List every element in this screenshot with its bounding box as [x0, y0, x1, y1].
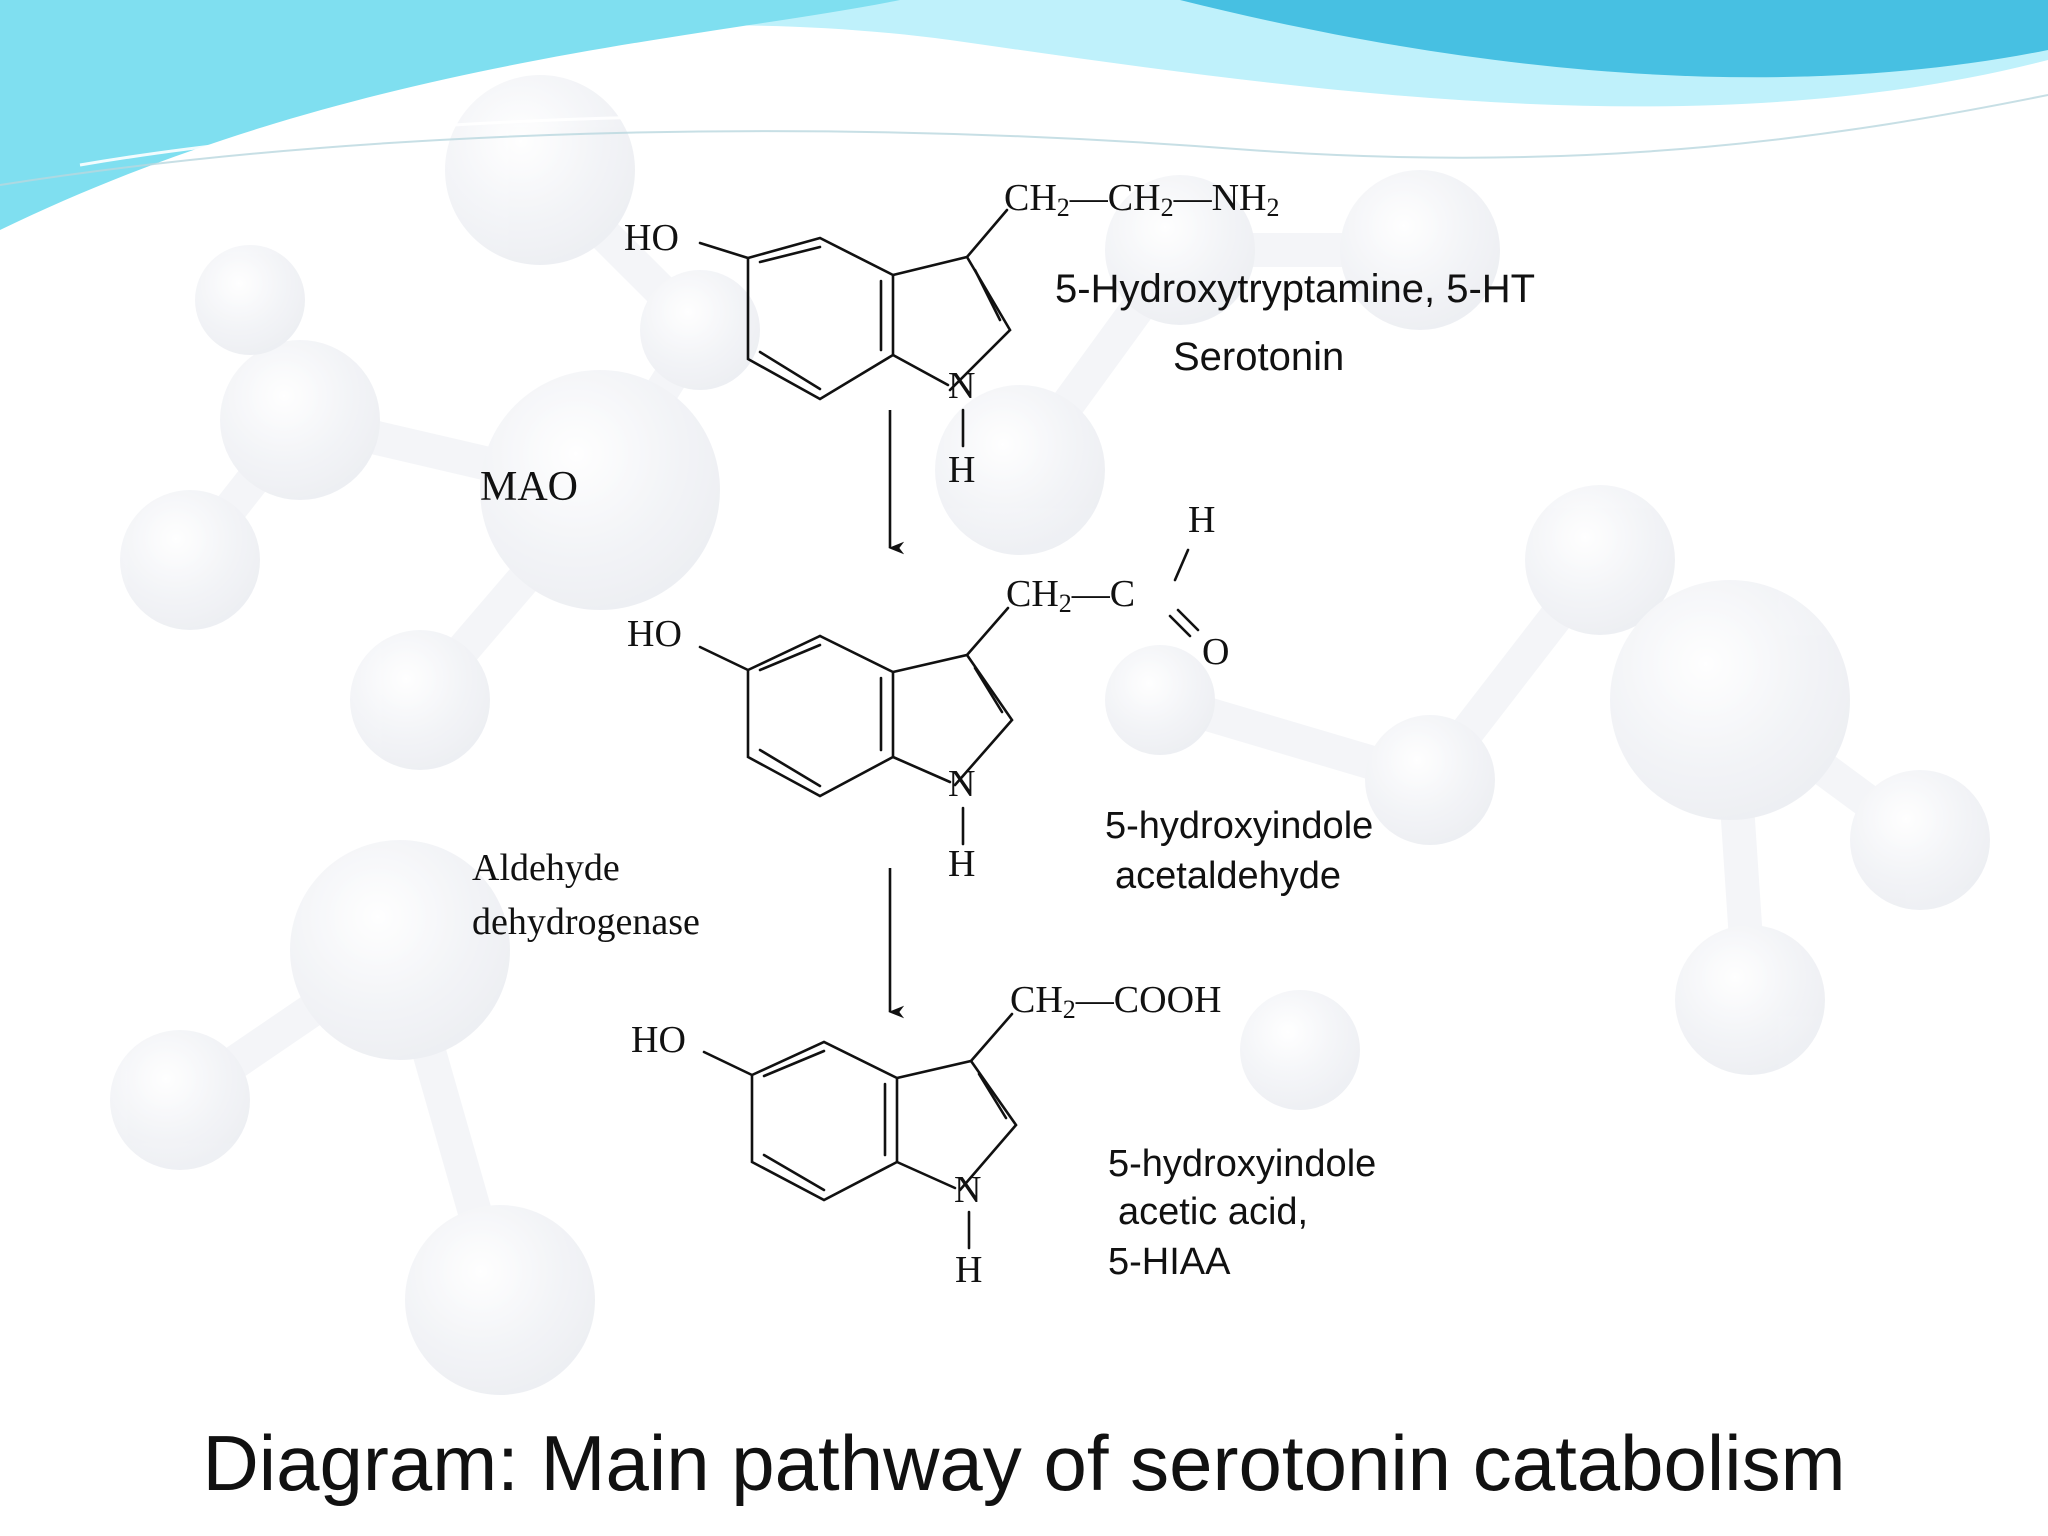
enzyme-aldehyde-dehydrogenase-label: Aldehyde dehydrogenase	[472, 847, 700, 943]
ghost-atom	[1240, 990, 1360, 1110]
ghost-atom	[445, 75, 635, 265]
indole-ring	[698, 548, 1200, 846]
ghost-atom	[935, 385, 1105, 555]
ghost-atom	[1675, 925, 1825, 1075]
ghost-atom	[195, 245, 305, 355]
ghost-atom	[350, 630, 490, 770]
ghost-atom	[290, 840, 510, 1060]
side-chain-formula: CH2—COOH	[1010, 979, 1221, 1024]
ghost-atom	[220, 340, 380, 500]
ghost-atom	[120, 490, 260, 630]
aldehyde-hydrogen: H	[1188, 499, 1215, 541]
ghost-atom	[1365, 715, 1495, 845]
ghost-atom	[1610, 580, 1850, 820]
wave-mid	[0, 0, 900, 230]
side-chain-formula: CH2—C	[1006, 573, 1135, 618]
side-chain-formula: CH2—CH2—NH2	[1004, 177, 1279, 222]
hiaa-structure: HO N H CH2—COOH 5-hydroxyindole acetic a…	[631, 979, 1387, 1291]
indole-ring	[698, 208, 1012, 448]
ghost-atom	[1105, 175, 1255, 325]
indole-ring	[702, 1012, 1018, 1250]
ghost-atom	[405, 1205, 595, 1395]
hydroxyl-label: HO	[624, 217, 679, 259]
enzyme-mao-label: MAO	[480, 464, 578, 510]
ring-hydrogen: H	[948, 449, 975, 491]
wave-dark	[1180, 0, 2048, 78]
top-wave-banner	[0, 0, 2048, 230]
slide-caption: Diagram: Main pathway of serotonin catab…	[202, 1419, 1846, 1507]
ring-hydrogen: H	[948, 843, 975, 885]
ghost-atom	[110, 1030, 250, 1170]
wave-highlight-line	[79, 78, 2048, 167]
ghost-atom	[480, 370, 720, 610]
serotonin-structure: HO N H CH2—CH2—NH2 5-Hydroxytryptamine, …	[624, 177, 1535, 491]
ghost-atom	[1105, 645, 1215, 755]
compound-name-label: 5-hydroxyindole acetic acid, 5-HIAA	[1108, 1143, 1387, 1283]
hydroxyl-label: HO	[631, 1019, 686, 1061]
ring-nitrogen: N	[948, 365, 975, 407]
ghost-atom	[640, 270, 760, 390]
ghost-atom	[1340, 170, 1500, 330]
acetaldehyde-structure: HO N H CH2—C H O 5-hydroxyindole acetald…	[627, 499, 1384, 897]
serotonin-name-label: Serotonin	[1173, 335, 1344, 379]
hydroxyl-label: HO	[627, 613, 682, 655]
ring-nitrogen: N	[954, 1169, 981, 1211]
wave-shadow-line	[0, 94, 2048, 186]
aldehyde-oxygen: O	[1202, 631, 1229, 673]
compound-name-label: 5-Hydroxytryptamine, 5-HT	[1055, 267, 1535, 311]
ghost-atom	[1850, 770, 1990, 910]
compound-name-label: 5-hydroxyindole acetaldehyde	[1105, 805, 1384, 897]
ghost-atom	[1525, 485, 1675, 635]
background-molecule-watermark	[110, 75, 1990, 1395]
ring-hydrogen: H	[955, 1249, 982, 1291]
ring-nitrogen: N	[948, 763, 975, 805]
